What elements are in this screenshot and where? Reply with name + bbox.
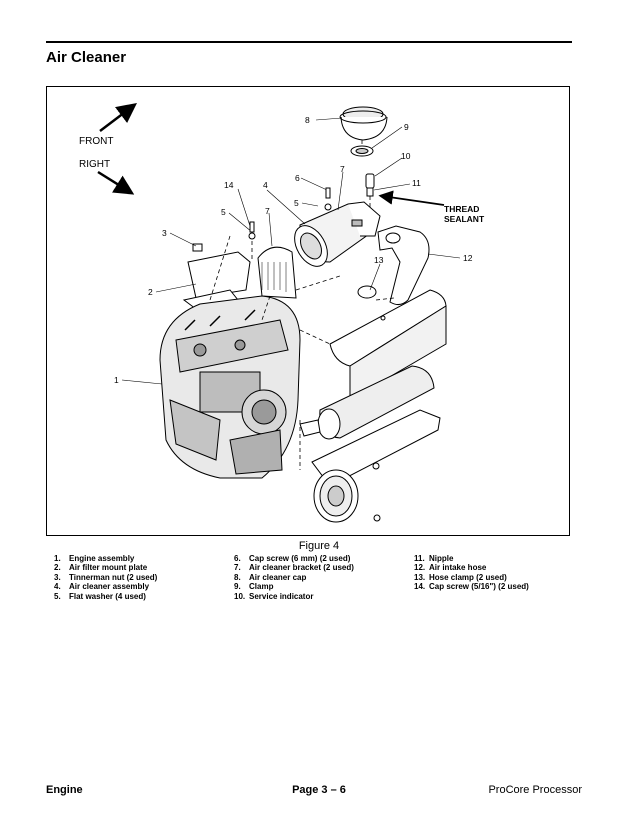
section-title: Air Cleaner [46, 49, 127, 66]
engine-assembly-part [159, 295, 301, 479]
front-arrow [99, 102, 137, 132]
legend-item: 3.Tinnerman nut (2 used) [54, 572, 158, 582]
callout-2: 2 [148, 287, 153, 297]
legend-item: 1.Engine assembly [54, 554, 135, 563]
callout-7a: 7 [265, 206, 270, 216]
callout-3: 3 [162, 228, 167, 238]
muffler-part [299, 365, 435, 440]
callout-6: 6 [295, 173, 300, 183]
thread-sealant-label-line2: SEALANT [444, 214, 485, 224]
legend-item: 6.Cap screw (6 mm) (2 used) [234, 554, 351, 563]
figure-caption: Figure 4 [298, 540, 340, 552]
pulley-bracket-part [311, 409, 441, 523]
footer-section: Engine [46, 784, 83, 796]
air-cleaner-cap-part [339, 106, 388, 141]
tinnerman-nut-part [192, 243, 203, 252]
callout-5b: 5 [294, 198, 299, 208]
callout-9: 9 [404, 122, 409, 132]
leader-lines [121, 117, 461, 385]
legend-column-1: 1.Engine assembly 2.Air filter mount pla… [54, 554, 157, 601]
callout-4: 4 [263, 180, 268, 190]
legend-item: 2.Air filter mount plate [54, 563, 148, 573]
footer-product-name: ProCore Processor [488, 784, 582, 796]
callout-14: 14 [224, 180, 234, 190]
top-rule [46, 41, 572, 43]
callout-5a: 5 [221, 207, 226, 217]
legend-item: 13.Hose clamp (2 used) [414, 572, 507, 582]
callout-1: 1 [114, 375, 119, 385]
legend-item: 7.Air cleaner bracket (2 used) [234, 563, 354, 573]
legend-column-2: 6.Cap screw (6 mm) (2 used) 7.Air cleane… [234, 554, 354, 601]
callout-13: 13 [374, 255, 384, 265]
legend-item: 8.Air cleaner cap [234, 572, 307, 582]
callout-11: 11 [412, 178, 421, 188]
legend-item: 12.Air intake hose [414, 563, 487, 573]
service-indicator-part [365, 173, 375, 197]
footer-page-number: Page 3 – 6 [292, 784, 346, 796]
hose-clamp-part [357, 285, 377, 299]
right-arrow [97, 170, 135, 195]
figure-frame [46, 86, 570, 536]
callout-8: 8 [305, 115, 310, 125]
legend-item: 11.Nipple [414, 554, 454, 563]
legend-item: 14.Cap screw (5/16") (2 used) [414, 582, 529, 592]
callout-12: 12 [463, 253, 473, 263]
legend-item: 10.Service indicator [234, 591, 314, 601]
callout-7b: 7 [340, 164, 345, 174]
front-label: FRONT [79, 136, 113, 147]
legend-item: 9.Clamp [234, 582, 274, 592]
air-cleaner-bracket-part [257, 246, 297, 299]
air-intake-hose-part [377, 225, 430, 306]
legend-column-3: 11.Nipple 12.Air intake hose 13.Hose cla… [414, 554, 529, 592]
right-label: RIGHT [79, 159, 110, 170]
clamp-part [350, 145, 374, 157]
exploded-view-drawing: FRONT RIGHT [79, 102, 485, 523]
thread-sealant-label-line1: THREAD [444, 204, 479, 214]
legend-item: 4.Air cleaner assembly [54, 582, 150, 592]
air-cleaner-assembly-part [294, 201, 381, 267]
assembly-guide-lines [209, 140, 395, 470]
fasteners [248, 187, 332, 240]
callout-10: 10 [401, 151, 411, 161]
legend-item: 5.Flat washer (4 used) [54, 591, 146, 601]
thread-sealant-arrow [378, 190, 445, 206]
